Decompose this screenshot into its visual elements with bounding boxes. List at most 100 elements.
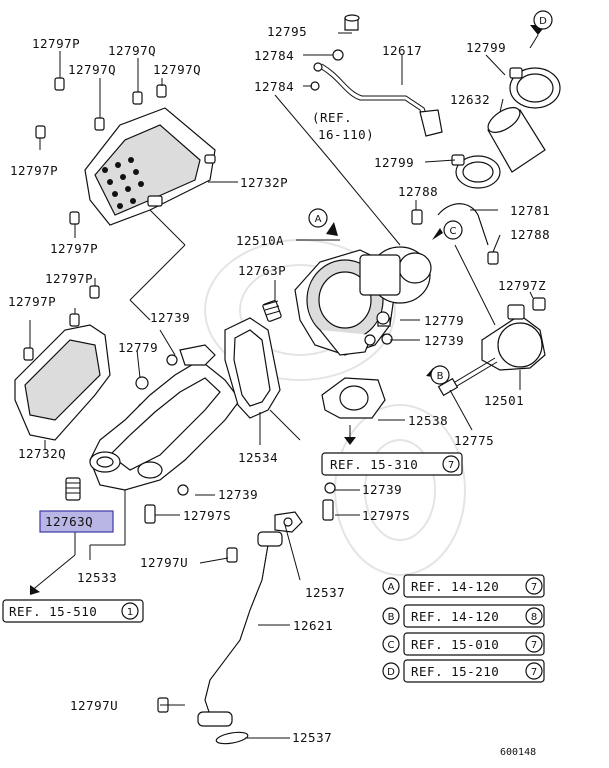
label-12788: 12788: [398, 184, 438, 199]
highlight-box-12763q: [39, 510, 114, 533]
gasket-12534[interactable]: [224, 317, 281, 419]
callout-a: A: [308, 208, 328, 228]
legend-row-d[interactable]: D REF. 15-210 7: [382, 659, 545, 683]
bolt-12788-b[interactable]: [487, 251, 499, 265]
fitting-12795[interactable]: [344, 14, 360, 31]
label-12799: 12799: [374, 155, 414, 170]
bolt-12797z[interactable]: [532, 297, 546, 311]
washer-12784-b[interactable]: [310, 81, 320, 91]
callout-c: C: [443, 220, 463, 240]
legend-row-c[interactable]: C REF. 15-010 7: [382, 632, 545, 656]
legend-a-text: REF. 14-120: [411, 579, 499, 594]
nut-12739-b[interactable]: [177, 484, 189, 496]
label-12501: 12501: [484, 393, 524, 408]
callout-b: B: [430, 365, 450, 385]
legend-c-text: REF. 15-010: [411, 637, 499, 652]
wastegate-actuator-12501[interactable]: [437, 304, 546, 397]
clamp-12799-lower[interactable]: [451, 154, 501, 189]
legend-b-num: 8: [531, 612, 537, 623]
label-12784: 12784: [254, 79, 294, 94]
stud-12763q[interactable]: [65, 477, 81, 501]
label-12739: 12739: [218, 487, 258, 502]
legend-d-letter: D: [387, 667, 395, 678]
callout-c-letter: C: [450, 226, 457, 237]
label-12799: 12799: [466, 40, 506, 55]
legend-row-b[interactable]: B REF. 14-120 8: [382, 604, 545, 628]
label-12797z: 12797Z: [498, 278, 546, 293]
exhaust-manifold-12533[interactable]: [89, 344, 241, 491]
label-12797q: 12797Q: [108, 43, 156, 58]
stud-12763p[interactable]: [262, 300, 282, 322]
ref-15-310-num: 7: [448, 460, 454, 471]
label-12621: 12621: [293, 618, 333, 633]
turbocharger-12510a[interactable]: [294, 246, 432, 356]
label-12763q: 12763Q: [45, 514, 93, 529]
label-12797p: 12797P: [45, 271, 93, 286]
ref-15-310-text: REF. 15-310: [330, 457, 418, 472]
gasket-12538[interactable]: [321, 377, 386, 419]
washer-12784-a[interactable]: [332, 49, 344, 61]
nut-12739-c[interactable]: [324, 482, 336, 494]
bolt-12788-a[interactable]: [411, 209, 423, 225]
ref-15-510-text: REF. 15-510: [9, 604, 97, 619]
label-12779: 12779: [118, 340, 158, 355]
nut-12779-b[interactable]: [376, 311, 390, 325]
gasket-12537-a[interactable]: [274, 511, 303, 533]
label-12632: 12632: [450, 92, 490, 107]
label-12739: 12739: [424, 333, 464, 348]
legend-b-text: REF. 14-120: [411, 609, 499, 624]
nut-12739-d[interactable]: [381, 333, 393, 345]
label-12763p: 12763P: [238, 263, 286, 278]
label-12797p: 12797P: [8, 294, 56, 309]
label-12795: 12795: [267, 24, 307, 39]
label-12534: 12534: [238, 450, 278, 465]
callout-a-letter: A: [315, 214, 322, 225]
legend: A REF. 14-120 7 B REF. 14-120 8 C REF. 1…: [382, 574, 545, 683]
label-12537: 12537: [305, 585, 345, 600]
ref-15-510-num: 1: [127, 607, 133, 618]
legend-d-text: REF. 15-210: [411, 664, 499, 679]
legend-b-letter: B: [388, 612, 395, 623]
legend-c-num: 7: [531, 640, 537, 651]
label-12739: 12739: [362, 482, 402, 497]
label-12797q: 12797Q: [68, 62, 116, 77]
oil-pipe-12617[interactable]: [313, 62, 443, 137]
label-12781: 12781: [510, 203, 550, 218]
callout-d: D: [533, 10, 553, 30]
clamp-12799-upper[interactable]: [509, 67, 561, 109]
oil-return-pipe-12781[interactable]: [437, 203, 489, 246]
heat-shield-upper-12732p[interactable]: [84, 107, 216, 226]
label-12797p: 12797P: [50, 241, 98, 256]
legend-c-letter: C: [388, 640, 395, 651]
bolt-12797u-a[interactable]: [226, 547, 238, 563]
bolt-12797s-b[interactable]: [322, 499, 334, 521]
callout-d-letter: D: [539, 16, 547, 27]
hose-12632[interactable]: [484, 103, 546, 173]
legend-d-num: 7: [531, 667, 537, 678]
gasket-12537-b[interactable]: [215, 730, 249, 745]
callout-b-letter: B: [437, 371, 444, 382]
label-12797s: 12797S: [362, 508, 410, 523]
label-ref-16-110: (REF.: [312, 110, 352, 125]
label-12739: 12739: [150, 310, 190, 325]
ref-15-310[interactable]: REF. 15-310 7: [321, 452, 463, 476]
oil-return-pipe-12621[interactable]: [197, 531, 283, 727]
nut-12779-a[interactable]: [135, 376, 149, 390]
label-ref-16-110: 16-110): [318, 127, 374, 142]
bolts-12797p-12797q[interactable]: [23, 77, 167, 361]
label-12510a: 12510A: [236, 233, 284, 248]
bolt-12797s-a[interactable]: [144, 504, 156, 524]
part-labels: 12797P 12797Q 12797Q 12797Q 12797P 12732…: [8, 24, 550, 758]
legend-a-num: 7: [531, 582, 537, 593]
label-12797u: 12797U: [70, 698, 118, 713]
legend-row-a[interactable]: A REF. 14-120 7: [382, 574, 545, 598]
label-12797s: 12797S: [183, 508, 231, 523]
label-12797u: 12797U: [140, 555, 188, 570]
label-12788: 12788: [510, 227, 550, 242]
label-12779: 12779: [424, 313, 464, 328]
label-12797q: 12797Q: [153, 62, 201, 77]
nut-12739-a[interactable]: [166, 354, 178, 366]
ref-15-510[interactable]: REF. 15-510 1: [2, 599, 144, 623]
